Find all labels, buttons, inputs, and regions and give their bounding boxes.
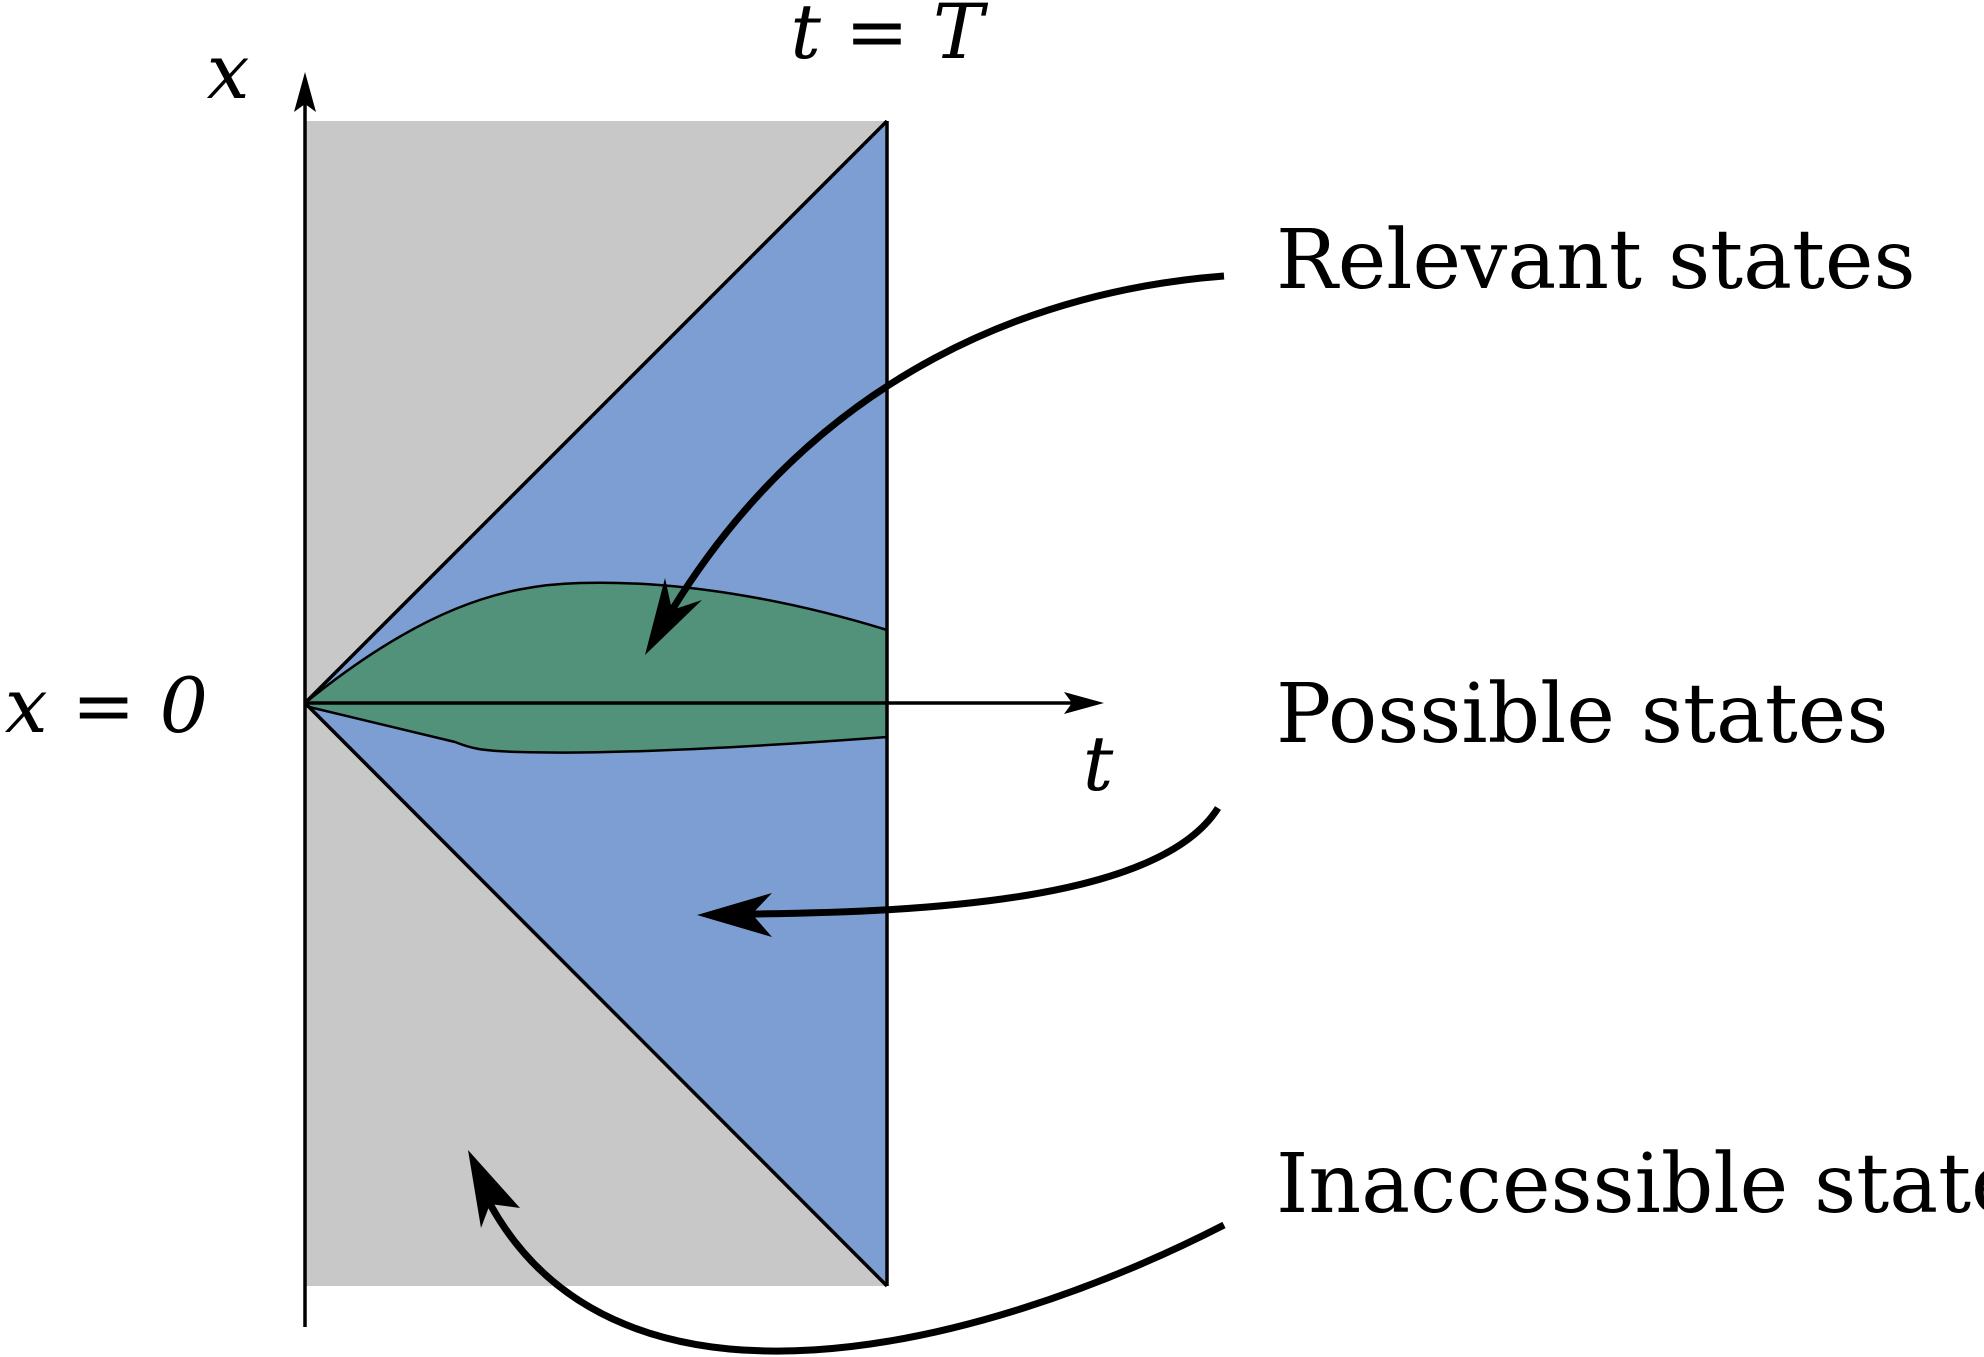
relevant-states-label: Relevant states: [1276, 213, 1916, 308]
x-axis-arrowhead: [294, 72, 316, 112]
relevant-states-pointer: [669, 272, 1225, 612]
t-axis-label: t: [1083, 719, 1114, 808]
relevant-region: [303, 581, 889, 754]
t-axis-arrowhead: [1064, 692, 1104, 714]
origin-label: x = 0: [5, 661, 208, 750]
possible-states-label: Possible states: [1276, 667, 1888, 762]
upper-cone-boundary: [303, 119, 889, 705]
possible-states-arrowhead: [697, 893, 772, 937]
relevant-states-arrowhead: [645, 578, 702, 655]
inaccessible-states-arrowhead: [468, 1150, 520, 1228]
lower-cone-boundary: [303, 701, 889, 1288]
inaccessible-states-pointer: [486, 1202, 1226, 1355]
final-time-label: t = T: [790, 0, 989, 76]
possible-states-pointer: [751, 806, 1221, 918]
x-axis-label: x: [207, 27, 250, 116]
inaccessible-states-label: Inaccessible states: [1276, 1137, 1984, 1232]
